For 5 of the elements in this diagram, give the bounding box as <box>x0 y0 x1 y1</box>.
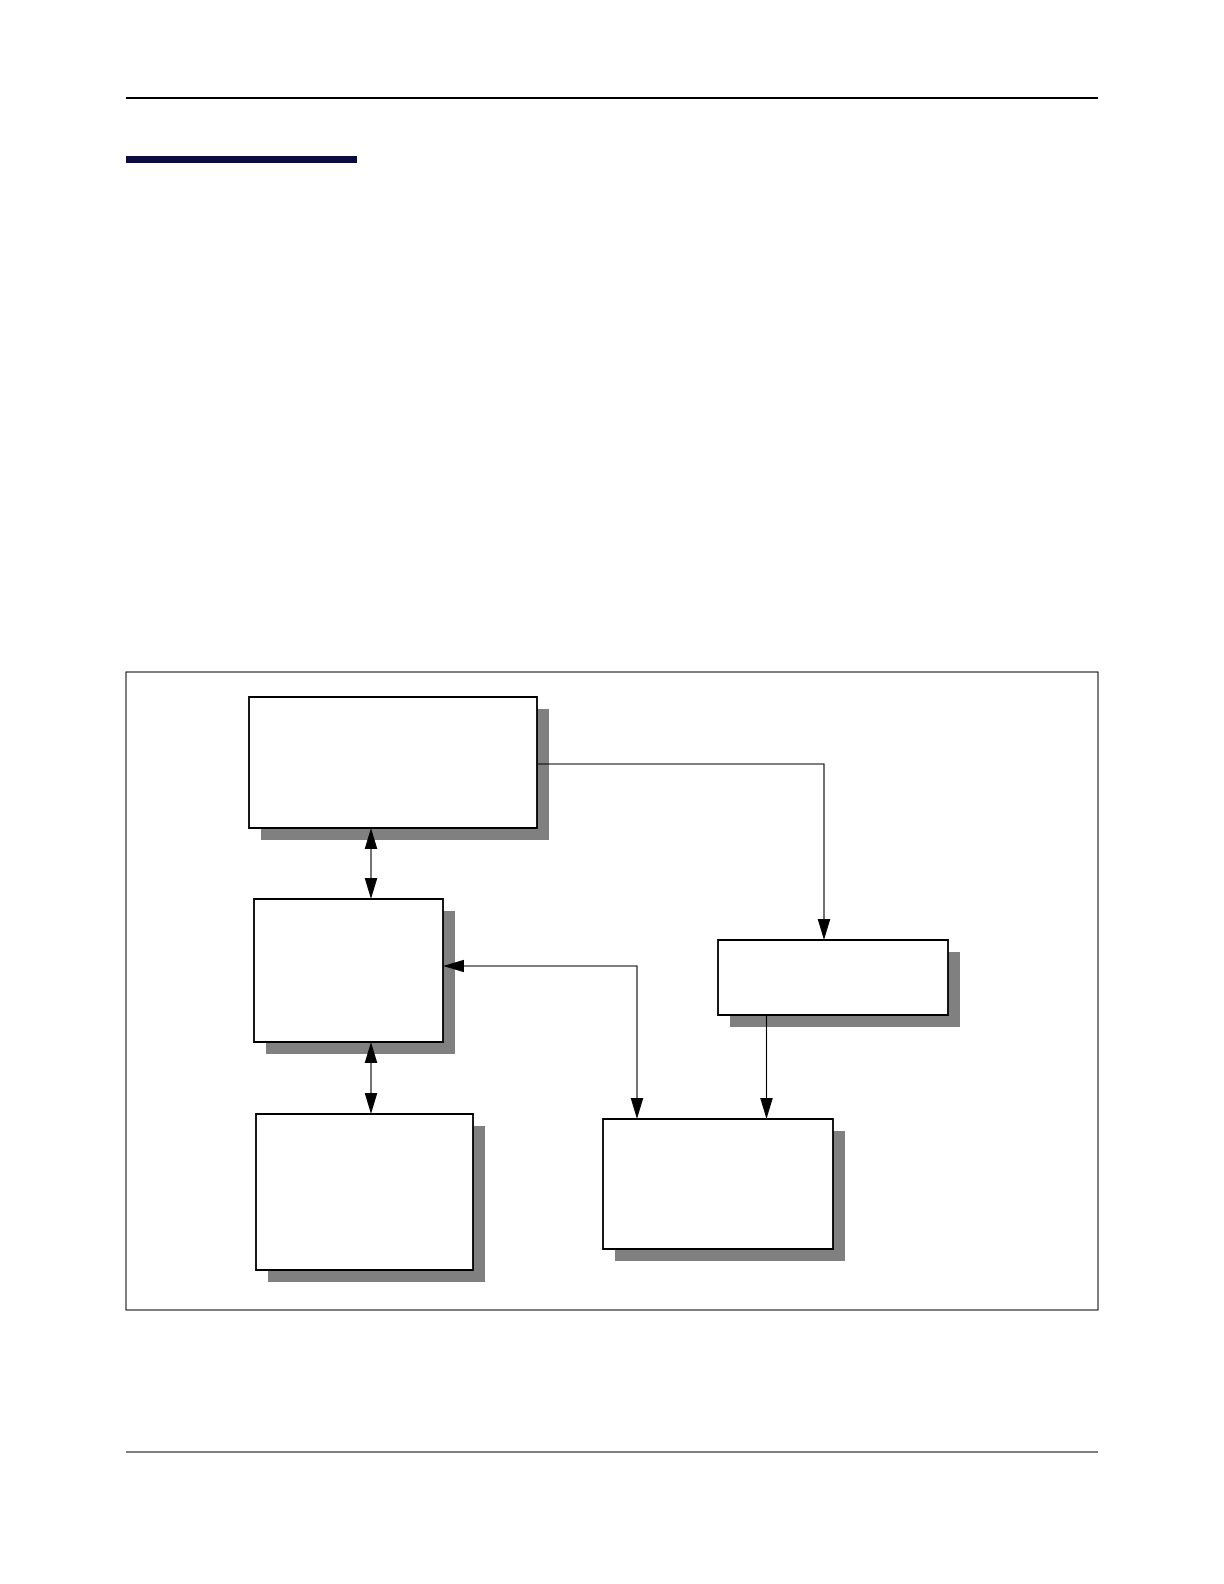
process-box <box>253 898 455 1054</box>
process-box <box>717 939 960 1027</box>
process-box <box>602 1118 845 1261</box>
process-box <box>248 696 549 840</box>
process-box <box>255 1113 485 1282</box>
